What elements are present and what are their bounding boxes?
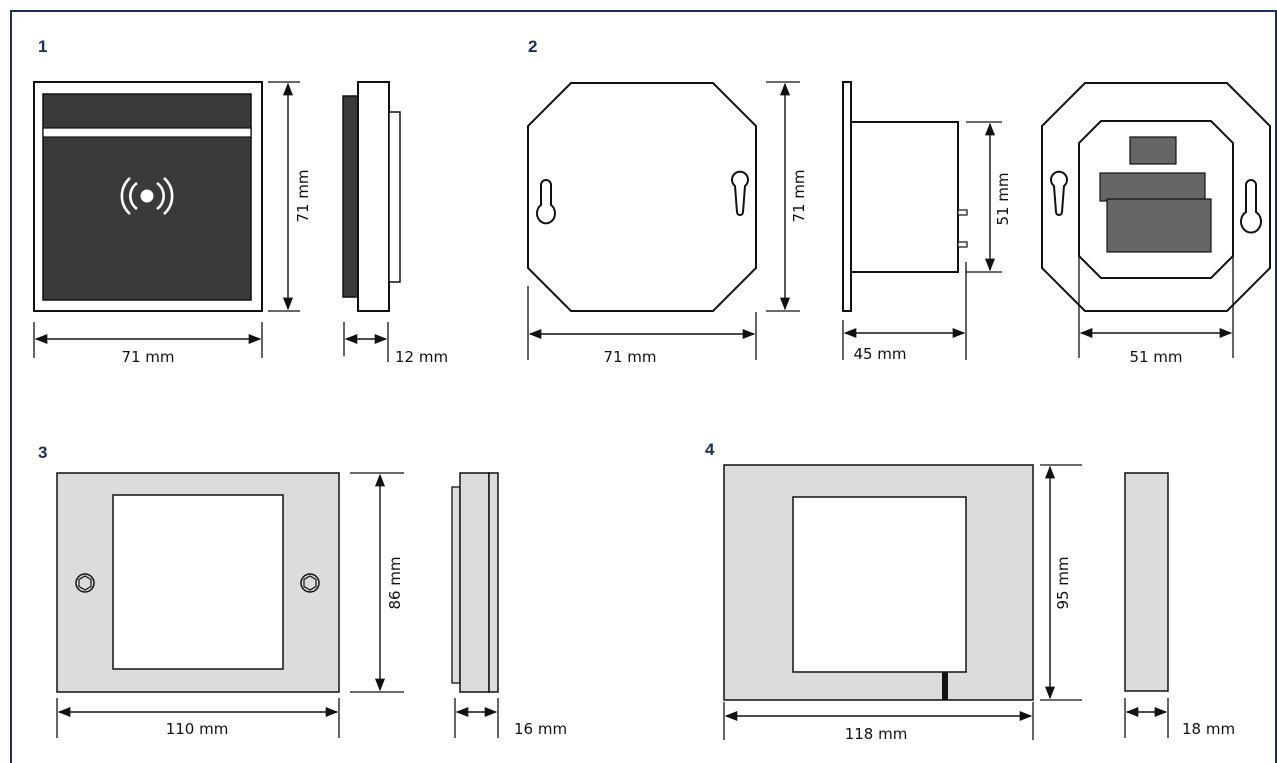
section-1-height-label: 71 mm: [294, 169, 312, 222]
keyhole-slot-icon: [1240, 179, 1262, 234]
section-4-depth-dimension: 18 mm: [1124, 698, 1235, 738]
section-3-depth-dimension: 16 mm: [454, 698, 567, 738]
section-1-number: 1: [38, 37, 47, 56]
section-3-side-view: [451, 472, 499, 693]
section-3-width-label: 110 mm: [166, 720, 229, 738]
section-3-depth-label: 16 mm: [514, 720, 567, 738]
section-2-height-label: 71 mm: [790, 169, 808, 222]
section-4-side-view: [1124, 472, 1169, 692]
section-4-depth-label: 18 mm: [1182, 720, 1235, 738]
section-2-width-label: 71 mm: [603, 348, 656, 366]
keyhole-slot-icon: [536, 179, 556, 225]
section-1-width-dimension: 71 mm: [33, 322, 263, 366]
screw-icon: [300, 573, 320, 593]
section-3-width-dimension: 110 mm: [56, 698, 340, 738]
section-4-width-label: 118 mm: [845, 725, 908, 743]
section-2-height-dimension: 71 mm: [766, 81, 808, 312]
section-1-side-view: [342, 81, 401, 312]
keyhole-slot-icon: [731, 170, 749, 216]
section-4-width-dimension: 118 mm: [723, 702, 1034, 743]
section-2-side-view: [842, 81, 968, 312]
outer-frame-border: [10, 10, 1277, 763]
section-2-side-height-label: 51 mm: [994, 172, 1012, 225]
rfid-wave-icon: [120, 177, 174, 215]
section-2-inner-width-label: 51 mm: [1129, 348, 1182, 366]
section-4-number: 4: [705, 440, 715, 459]
keyhole-slot-icon: [1050, 170, 1068, 216]
section-3-front-view: [56, 472, 340, 693]
section-3-height-label: 86 mm: [386, 556, 404, 609]
section-2-inner-width-dimension: 51 mm: [1078, 256, 1234, 366]
section-1-depth-label: 12 mm: [395, 348, 448, 366]
section-2-depth-label: 45 mm: [853, 345, 906, 363]
section-2-side-height-dimension: 51 mm: [966, 121, 1012, 273]
section-1-depth-dimension: 12 mm: [343, 322, 448, 366]
section-2-number: 2: [528, 37, 537, 56]
section-1-width-label: 71 mm: [121, 348, 174, 366]
section-4-front-view: [723, 464, 1034, 701]
section-4-height-label: 95 mm: [1054, 556, 1072, 609]
section-2-back-plate: [527, 82, 757, 312]
section-1-front-view: [33, 81, 263, 312]
section-3-height-dimension: 86 mm: [350, 472, 404, 693]
section-3-number: 3: [38, 443, 47, 462]
section-2-insert-view: [1041, 82, 1271, 312]
section-4-height-dimension: 95 mm: [1040, 464, 1082, 701]
section-2-width-dimension: 71 mm: [527, 286, 757, 366]
section-2-depth-dimension: 45 mm: [842, 262, 967, 363]
section-1-height-dimension: 71 mm: [268, 81, 312, 312]
screw-icon: [75, 573, 95, 593]
